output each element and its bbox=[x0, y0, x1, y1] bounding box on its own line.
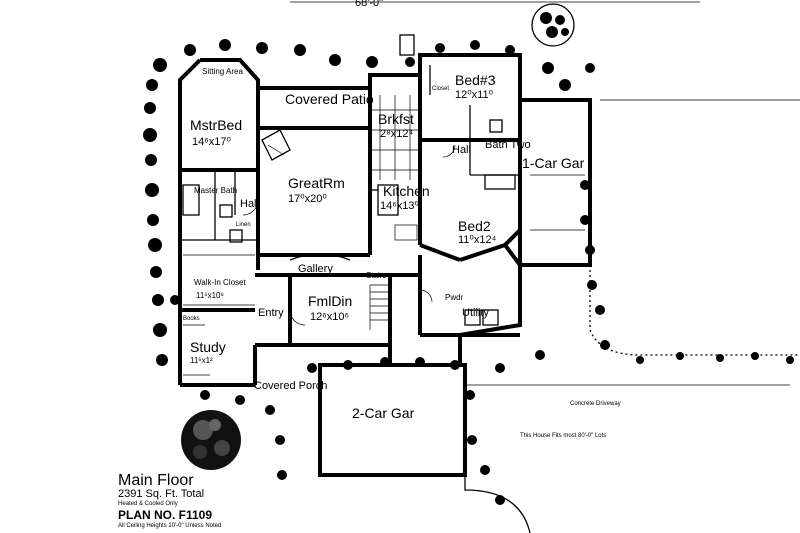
floor-title: Main Floor bbox=[118, 472, 194, 489]
label-books: Books bbox=[183, 316, 200, 322]
label-linen: Linen bbox=[236, 222, 251, 228]
label-brkfst-size: 2⁸x12⁴ bbox=[380, 128, 413, 140]
label-hall-left: Hall bbox=[240, 198, 259, 210]
label-master-bed-size: 14⁶x17⁰ bbox=[192, 136, 231, 148]
label-sitting: Sitting Area bbox=[202, 67, 243, 76]
site-lines bbox=[464, 99, 800, 533]
label-powder: Pwdr bbox=[445, 293, 464, 302]
label-driveway: Concrete Driveway bbox=[570, 401, 621, 407]
interior-details bbox=[180, 65, 520, 376]
area-note: Heated & Cooled Only bbox=[118, 501, 178, 507]
label-fmldin: FmlDin bbox=[308, 293, 352, 309]
area-total: 2391 Sq. Ft. Total bbox=[118, 488, 205, 500]
label-master-bed: MstrBed bbox=[190, 117, 242, 133]
exterior-walls bbox=[178, 34, 592, 477]
label-hall-right: Hall bbox=[452, 144, 471, 156]
label-kitchen: Kitchen bbox=[383, 183, 430, 199]
label-great-rm-size: 17⁰x20⁰ bbox=[288, 193, 327, 205]
shrubs bbox=[143, 39, 794, 505]
tree-bottom-left bbox=[181, 410, 241, 470]
label-master-bath: Master Bath bbox=[194, 186, 237, 195]
label-kitchen-size: 14⁶x13⁰ bbox=[380, 200, 419, 212]
label-closet: Closet bbox=[432, 86, 449, 92]
label-gallery: Gallery bbox=[298, 263, 333, 275]
label-bath-two: Bath Two bbox=[485, 139, 531, 151]
label-one-car-gar: 1-Car Gar bbox=[522, 155, 585, 171]
ceiling-note: All Ceiling Heights 10'-0" Unless Noted bbox=[118, 523, 222, 529]
lot-note: This House Fits most 80'-0" Lots bbox=[520, 433, 606, 439]
overall-dimension-label: 68'-0" bbox=[355, 0, 383, 9]
label-walk-in-size: 11⁶x10⁸ bbox=[196, 291, 224, 300]
top-dimension: 68'-0" bbox=[290, 0, 700, 9]
label-covered-porch: Covered Porch bbox=[254, 380, 327, 392]
label-bed2-size: 11⁰x12⁴ bbox=[458, 234, 497, 246]
label-walk-in-closet: Walk-In Closet bbox=[194, 278, 246, 287]
label-utility: Utility bbox=[462, 307, 489, 319]
label-covered-patio: Covered Patio bbox=[285, 91, 374, 107]
label-study: Study bbox=[190, 339, 226, 355]
label-great-rm: GreatRm bbox=[288, 175, 345, 191]
label-study-size: 11⁶x1² bbox=[190, 356, 213, 365]
label-entry: Entry bbox=[258, 307, 284, 319]
label-two-car-gar: 2-Car Gar bbox=[352, 405, 415, 421]
label-bed3-size: 12⁰x11⁰ bbox=[455, 89, 494, 101]
plan-number: PLAN NO. F1109 bbox=[118, 508, 213, 522]
label-bed3: Bed#3 bbox=[455, 72, 496, 88]
tree-top-right bbox=[531, 3, 575, 47]
label-brkfst: Brkfst bbox=[378, 111, 414, 127]
label-bed2: Bed2 bbox=[458, 218, 491, 234]
label-fmldin-size: 12⁶x10⁶ bbox=[310, 311, 349, 323]
label-stairs: Stairs bbox=[366, 271, 386, 280]
room-labels: Sitting Area MstrBed 14⁶x17⁰ Covered Pat… bbox=[183, 67, 621, 439]
